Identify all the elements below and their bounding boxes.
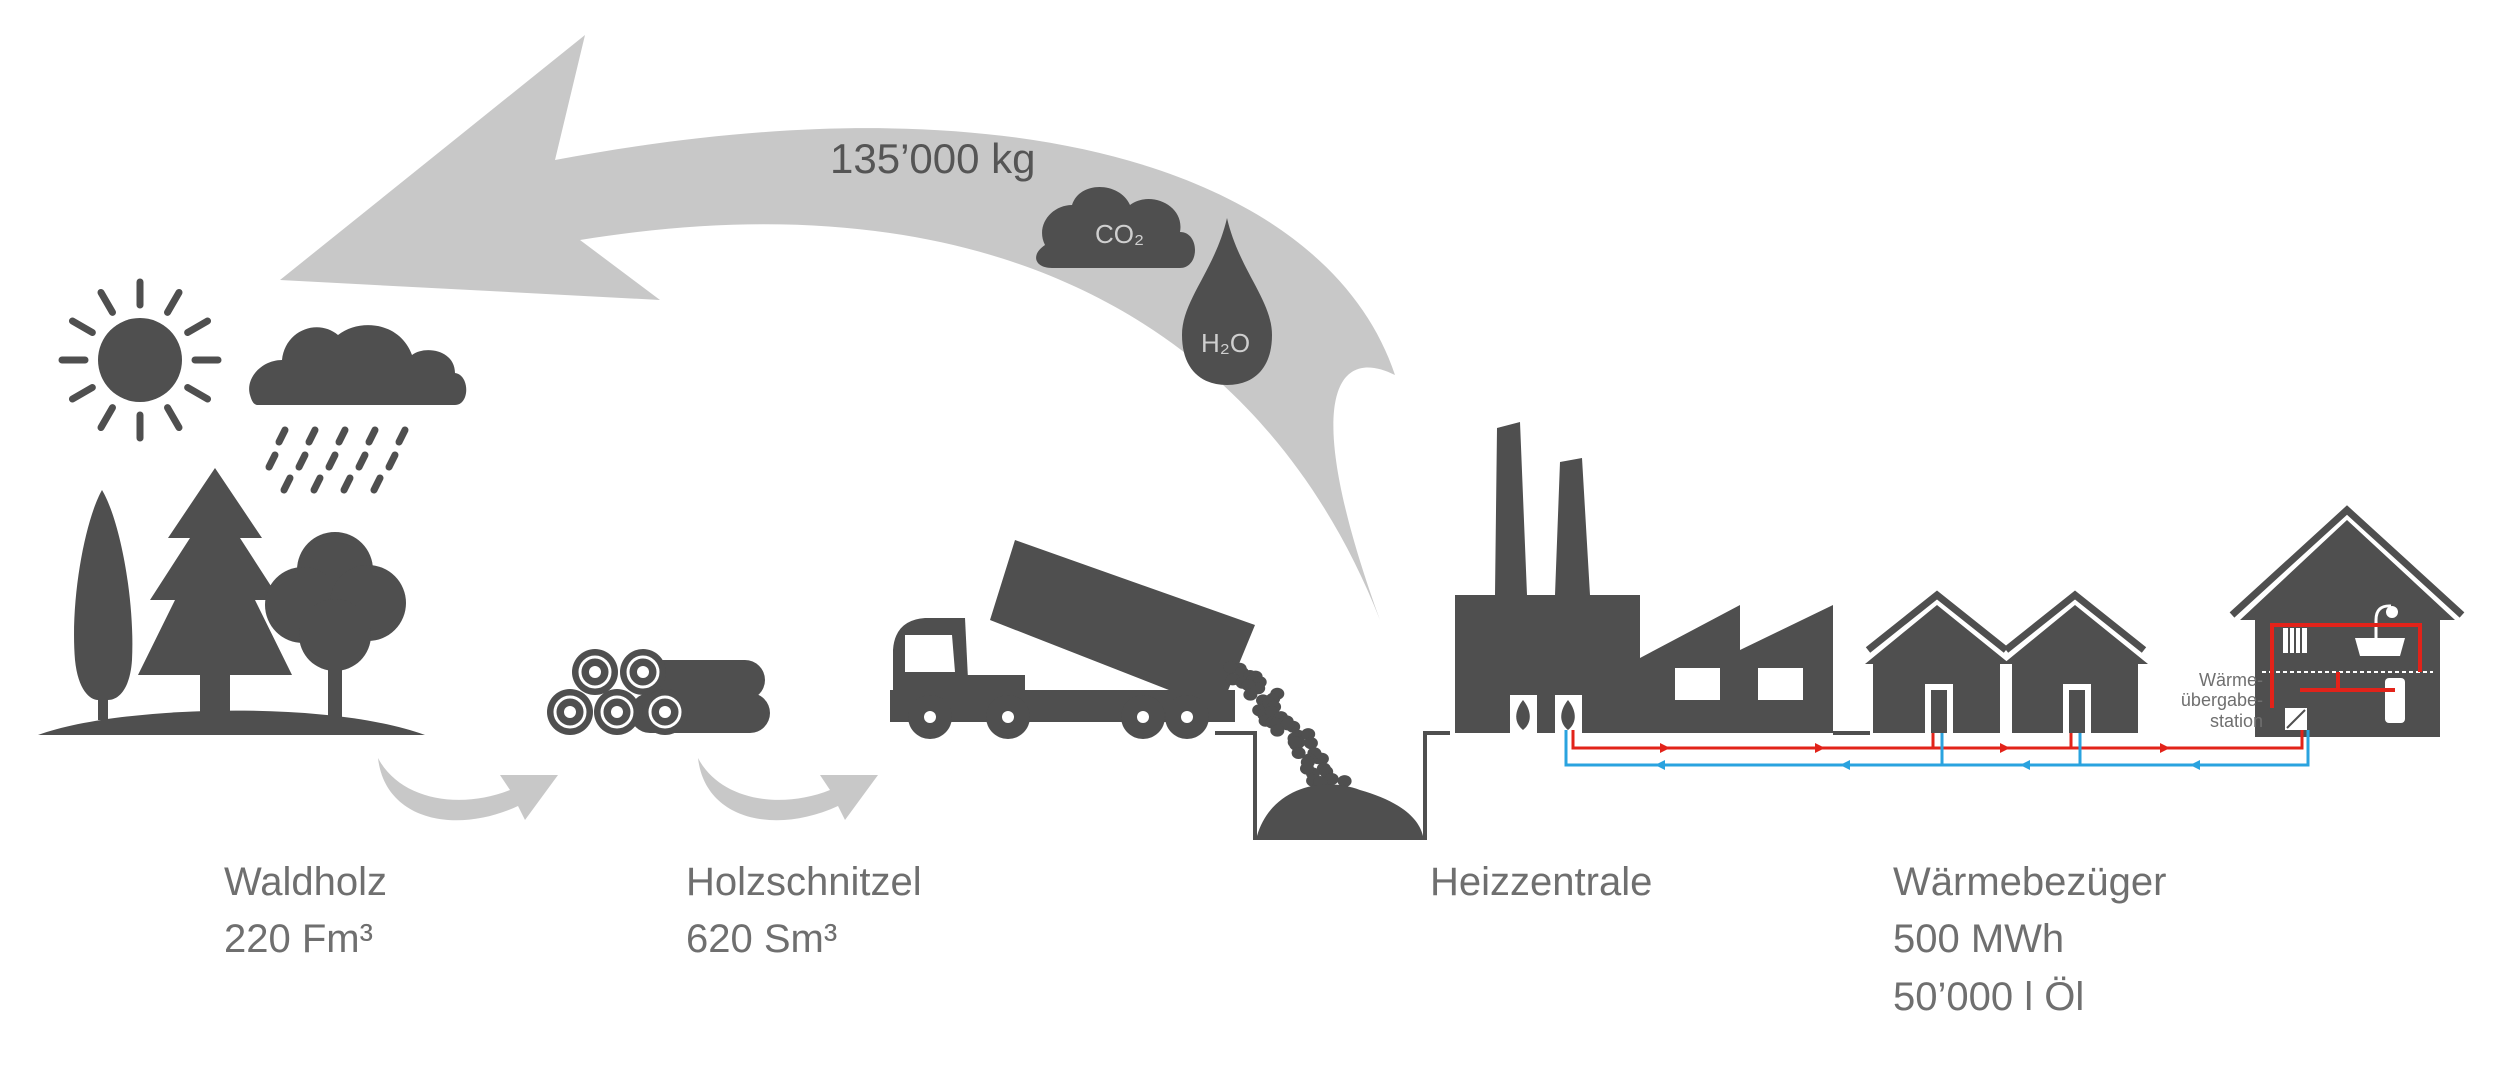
forest-icon xyxy=(38,468,425,735)
sun-ray xyxy=(164,404,183,432)
rain-drop xyxy=(265,451,279,471)
wood-chip xyxy=(1280,718,1295,731)
large-house-icon xyxy=(2229,505,2465,737)
log-ring xyxy=(600,695,634,729)
log-core xyxy=(659,706,671,718)
heating-pipes xyxy=(1564,730,2310,770)
supply-arrow xyxy=(2160,743,2170,753)
log-ring xyxy=(626,655,660,689)
wood-chip xyxy=(1337,775,1352,788)
rain-drop xyxy=(305,426,319,446)
co2-return-arrow xyxy=(280,35,1395,620)
chip-bunker-icon xyxy=(1215,731,1450,840)
log-core xyxy=(589,666,601,678)
rain-drop xyxy=(340,474,354,494)
bathtub-icon xyxy=(2355,604,2405,656)
wood-chip xyxy=(1324,773,1339,785)
wood-chip xyxy=(1301,728,1316,741)
co2-label: CO₂ xyxy=(1095,219,1144,249)
log-core xyxy=(564,706,576,718)
wood-chip xyxy=(1223,661,1238,674)
sun-ray xyxy=(68,384,96,403)
stage-value-waermebezueger: 500 MWh xyxy=(1893,917,2064,961)
flow-arrow-2 xyxy=(698,758,878,821)
stage-title-heizzentrale: Heizzentrale xyxy=(1430,860,1652,904)
log-core xyxy=(637,666,649,678)
logs-icon xyxy=(547,649,770,735)
rain-drop xyxy=(395,426,409,446)
h2o-drop-icon: H₂O xyxy=(1182,218,1272,385)
stage-value2-waermebezueger: 50’000 l Öl xyxy=(1893,975,2084,1019)
rain-drop xyxy=(280,474,294,494)
stage-title-waldholz: Waldholz xyxy=(224,860,387,904)
rain-drop xyxy=(275,426,289,446)
cypress-tree-icon xyxy=(74,490,133,720)
sun-icon xyxy=(58,278,222,442)
log-ring xyxy=(648,695,682,729)
h2o-label: H₂O xyxy=(1201,328,1250,358)
flow-arrow-1 xyxy=(378,758,558,821)
transfer-station-label: Wärme- übergabe- station xyxy=(2181,670,2263,731)
boiler-icon xyxy=(2385,678,2405,723)
house-icon xyxy=(1865,590,2010,733)
wood-chip xyxy=(1300,762,1314,775)
stage-value-waldholz: 220 Fm³ xyxy=(224,917,373,961)
station-line-2: übergabe- xyxy=(2181,690,2263,710)
log-ring xyxy=(553,695,587,729)
rain-drop xyxy=(325,451,339,471)
rain-drop xyxy=(335,426,349,446)
rain-drop xyxy=(385,451,399,471)
deciduous-tree-icon xyxy=(265,532,406,718)
wood-chip xyxy=(1287,736,1302,749)
return-arrow xyxy=(2190,760,2200,770)
sun-ray xyxy=(68,317,96,336)
station-line-3: station xyxy=(2210,711,2263,731)
rain-drop xyxy=(310,474,324,494)
stage-value-holzschnitzel: 620 Sm³ xyxy=(686,917,837,961)
sun-ray xyxy=(164,288,183,316)
supply-arrow xyxy=(1660,743,1670,753)
sun-ray xyxy=(97,404,116,432)
stage-title-waermebezueger: Wärmebezüger xyxy=(1893,860,2166,904)
return-arrow xyxy=(1840,760,1850,770)
wood-chip xyxy=(1241,679,1256,692)
log-core xyxy=(611,706,623,718)
return-arrow xyxy=(1655,760,1665,770)
wood-chip xyxy=(1243,688,1258,701)
factory-icon xyxy=(1455,422,1870,735)
truck-icon xyxy=(890,540,1255,739)
flame-icon xyxy=(1561,700,1575,730)
flame-icon xyxy=(1516,700,1530,730)
fir-tree-icon xyxy=(138,468,292,715)
stage-title-holzschnitzel: Holzschnitzel xyxy=(686,860,922,904)
supply-arrow xyxy=(2000,743,2010,753)
wood-chip xyxy=(1303,737,1318,750)
sun-ray xyxy=(184,384,212,403)
supply-arrow xyxy=(1815,743,1825,753)
radiator-icon xyxy=(2283,628,2307,653)
rain-drop xyxy=(295,451,309,471)
house-icon xyxy=(2003,590,2148,733)
rain-drop xyxy=(365,426,379,446)
co2-cloud-icon: CO₂ xyxy=(1036,186,1195,268)
sun-ray xyxy=(97,288,116,316)
sun-ray xyxy=(184,317,212,336)
log-ring xyxy=(578,655,612,689)
wood-chip xyxy=(1291,747,1306,759)
station-line-1: Wärme- xyxy=(2199,670,2263,690)
co2-amount: 135’000 kg xyxy=(830,135,1036,182)
rain-drop xyxy=(370,474,384,494)
rain-cloud-icon xyxy=(249,325,467,494)
rain-drop xyxy=(355,451,369,471)
wood-chip xyxy=(1270,724,1285,737)
return-arrow xyxy=(2020,760,2030,770)
